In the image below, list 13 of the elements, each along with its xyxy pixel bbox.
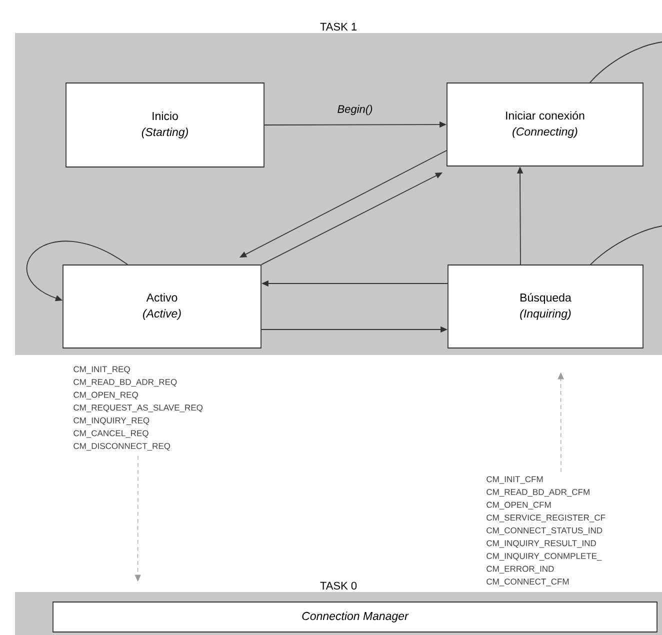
transition-line [590,226,662,265]
transition-arrow [26,240,128,302]
state-box: Iniciar conexión (Connecting) [446,82,644,166]
state-box: Búsqueda (Inquiring) [448,264,644,348]
message-list: CM_INIT_REQ CM_READ_BD_ADR_REQ CM_OPEN_REQ CM_REQUEST_AS_SLAVE_REQ CM_INQUIRY_REQ CM_CANCEL_REQ CM_DISCONNECT_REQ [74,366,203,451]
node-label: TASK 0 [320,582,357,590]
state-box: Activo (Active) [62,264,262,348]
message-list: CM_INIT_CFM CM_READ_BD_ADR_CFM CM_OPEN_CFM CM_SERVICE_REGISTER_CF CM_CONNECT_STATUS_IND CM_INQUIRY_RESULT_IND CM_INQUIRY_CONMPLETE_ CM_ERROR_IND CM_CONNECT_CFM [486,476,606,586]
transition-line [590,42,662,83]
state-box: Inicio (Starting) [66,82,264,168]
edge-label: Begin() [338,104,372,116]
node-label: TASK 1 [320,22,357,31]
module-box: Connection Manager [52,602,658,632]
